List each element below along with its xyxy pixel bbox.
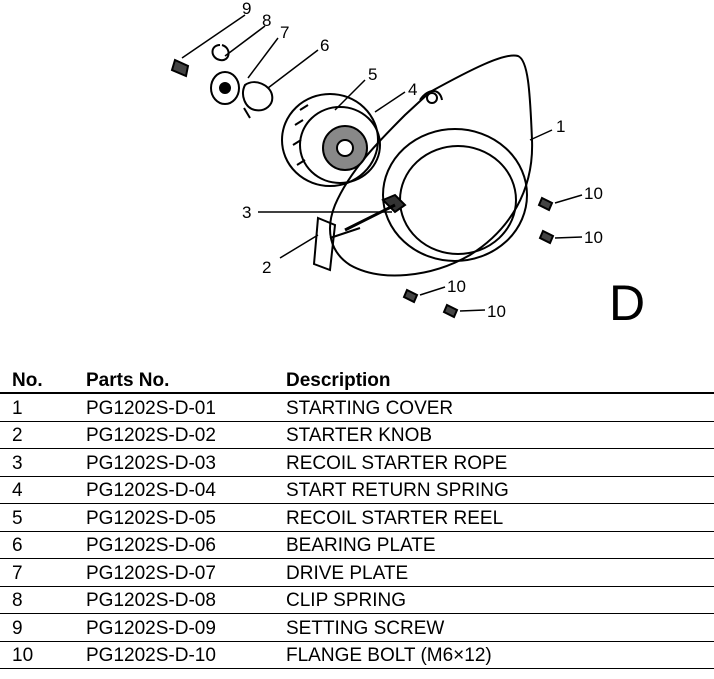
cell-no: 5	[0, 503, 86, 532]
cell-no: 9	[0, 613, 86, 642]
cell-description: FLANGE BOLT (M6×12)	[286, 641, 714, 669]
cell-no: 10	[0, 641, 86, 669]
recoil-reel-drawing	[281, 93, 381, 187]
cell-description: SETTING SCREW	[286, 613, 714, 642]
cell-parts-no: PG1202S-D-05	[86, 503, 286, 532]
cell-description: BEARING PLATE	[286, 531, 714, 559]
callout-10d: 10	[487, 302, 506, 321]
callout-4: 4	[408, 80, 417, 99]
cell-parts-no: PG1202S-D-04	[86, 476, 286, 504]
cell-description: STARTING COVER	[286, 393, 714, 422]
exploded-parts-diagram: 1 2 3 4 5 6 7 8 9 10 10 10 10	[170, 0, 603, 321]
callout-5: 5	[368, 65, 377, 84]
plate-assembly-drawing	[170, 44, 274, 119]
callout-10c: 10	[447, 277, 466, 296]
cell-no: 6	[0, 531, 86, 559]
cell-no: 8	[0, 586, 86, 614]
callout-9: 9	[242, 0, 251, 18]
leader-lines	[181, 14, 583, 312]
cell-no: 3	[0, 448, 86, 477]
callout-8: 8	[262, 11, 271, 30]
cell-parts-no: PG1202S-D-07	[86, 558, 286, 587]
table-header-row: No. Parts No. Description	[0, 367, 714, 394]
cell-parts-no: PG1202S-D-02	[86, 421, 286, 449]
header-no: No.	[0, 367, 86, 394]
starting-cover-drawing	[329, 54, 534, 277]
cell-description: START RETURN SPRING	[286, 476, 714, 504]
starter-knob-drawing	[312, 203, 396, 272]
callout-6: 6	[320, 36, 329, 55]
cell-no: 7	[0, 558, 86, 587]
callout-7: 7	[280, 23, 289, 42]
cell-parts-no: PG1202S-D-08	[86, 586, 286, 614]
cell-parts-no: PG1202S-D-10	[86, 641, 286, 669]
callout-3: 3	[242, 203, 251, 222]
cell-no: 4	[0, 476, 86, 504]
cell-description: DRIVE PLATE	[286, 558, 714, 587]
callout-1: 1	[556, 117, 565, 136]
cell-parts-no: PG1202S-D-01	[86, 393, 286, 422]
cell-no: 1	[0, 393, 86, 422]
cell-parts-no: PG1202S-D-03	[86, 448, 286, 477]
cell-parts-no: PG1202S-D-09	[86, 613, 286, 642]
callout-2: 2	[262, 258, 271, 277]
cell-description: RECOIL STARTER ROPE	[286, 448, 714, 477]
callout-10a: 10	[584, 184, 603, 203]
cell-description: CLIP SPRING	[286, 586, 714, 614]
section-letter: D	[609, 275, 646, 331]
cell-description: RECOIL STARTER REEL	[286, 503, 714, 532]
header-description: Description	[286, 367, 714, 394]
cell-parts-no: PG1202S-D-06	[86, 531, 286, 559]
cell-description: STARTER KNOB	[286, 421, 714, 449]
callout-10b: 10	[584, 228, 603, 247]
flange-bolts-drawing	[402, 196, 555, 319]
header-parts-no: Parts No.	[86, 367, 286, 394]
cell-no: 2	[0, 421, 86, 449]
